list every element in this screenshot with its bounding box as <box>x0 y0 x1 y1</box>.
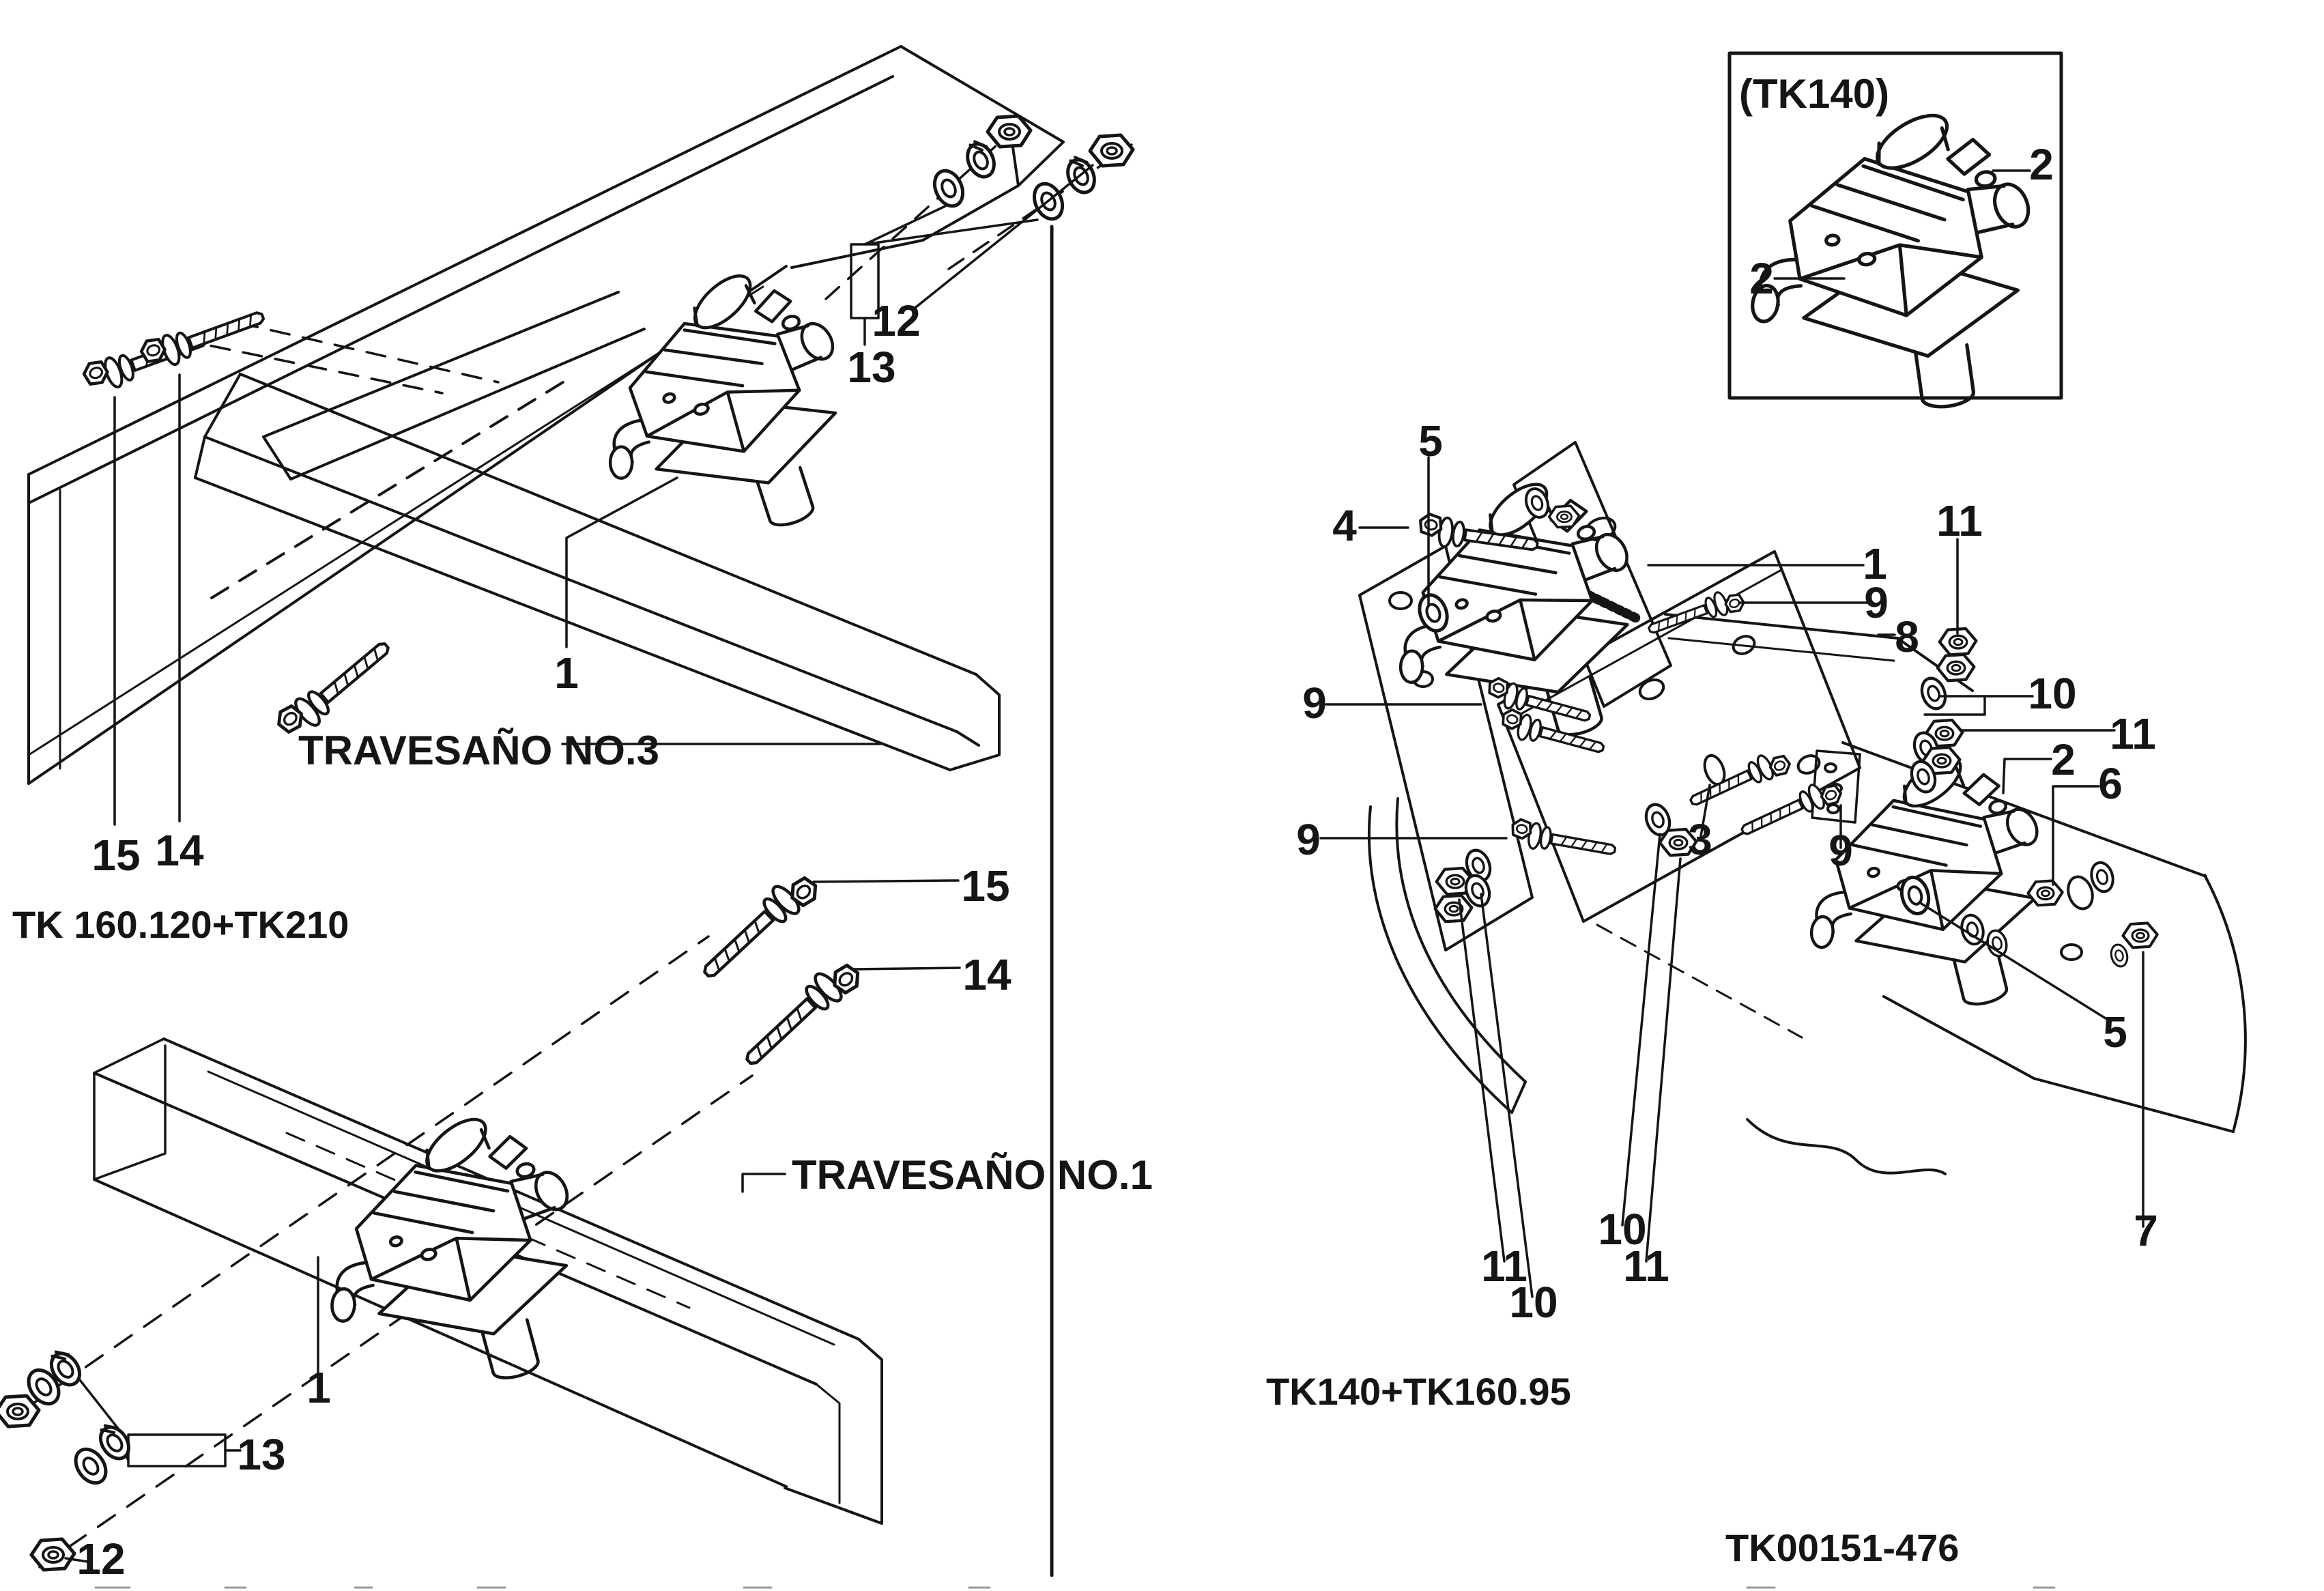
part-callout: 7 <box>2134 1206 2158 1255</box>
part-callout: 8 <box>1895 612 1919 661</box>
part-callout: 9 <box>1864 578 1889 627</box>
part-callout: 10 <box>1509 1278 1558 1327</box>
model-label-right: TK140+TK160.95 <box>1266 1370 1571 1413</box>
part-callout: 11 <box>1936 496 1983 545</box>
part-callout: 1 <box>1863 539 1887 588</box>
tk140-inset-box <box>1727 51 2063 400</box>
sheet-number: TK00151-476 <box>1725 1526 1959 1569</box>
part-callout: 15 <box>91 831 140 880</box>
part-callout: 12 <box>872 296 920 345</box>
beam-label-no1: TRAVESAÑO NO.1 <box>792 1152 1153 1198</box>
left-top-leader-lines <box>113 164 1094 826</box>
tk140-inset-valve <box>1724 94 2058 432</box>
part-callout: 9 <box>1828 826 1853 875</box>
part-callout: 4 <box>1332 501 1357 550</box>
right-leader-lines <box>1319 456 2144 1298</box>
part-callout: 5 <box>2103 1007 2127 1057</box>
part-callout: 9 <box>1296 815 1321 864</box>
part-callout: 3 <box>1688 815 1712 864</box>
part-callout: 9 <box>1302 678 1327 728</box>
part-callout: 2 <box>2051 735 2076 784</box>
model-label-top-left: TK 160.120+TK210 <box>12 903 349 946</box>
part-callout: 2 <box>2029 140 2054 189</box>
part-callout: 12 <box>76 1534 125 1583</box>
part-callout: 11 <box>2110 709 2156 758</box>
beam-label-no3: TRAVESAÑO NO.3 <box>298 728 659 773</box>
part-callout: 14 <box>155 826 204 875</box>
part-callout: 10 <box>1598 1205 1646 1254</box>
part-callout: 11 <box>1623 1242 1669 1291</box>
part-callout: 5 <box>1418 416 1443 465</box>
part-callout: 2 <box>1749 254 1774 303</box>
part-callout: 13 <box>847 343 895 392</box>
part-callout: 10 <box>2028 669 2076 718</box>
diagram-labels: TK 160.120+TK210 TRAVESAÑO NO.3 1 12 13 … <box>12 71 2158 1583</box>
part-callout: 13 <box>237 1430 285 1479</box>
part-callout: 15 <box>961 861 1009 911</box>
left-bottom-leader-lines <box>64 879 961 1563</box>
part-callout: 14 <box>962 950 1012 999</box>
inset-title-tk140: (TK140) <box>1739 71 1889 117</box>
part-callout: 6 <box>2098 759 2123 808</box>
left-top-beam-art <box>27 45 1133 785</box>
inset-leader-lines <box>1773 169 2031 280</box>
part-callout: 11 <box>1481 1242 1527 1291</box>
part-callout: 1 <box>554 648 579 698</box>
part-callout: 1 <box>306 1363 331 1412</box>
leveling-valve-bottom-left <box>288 1091 613 1419</box>
